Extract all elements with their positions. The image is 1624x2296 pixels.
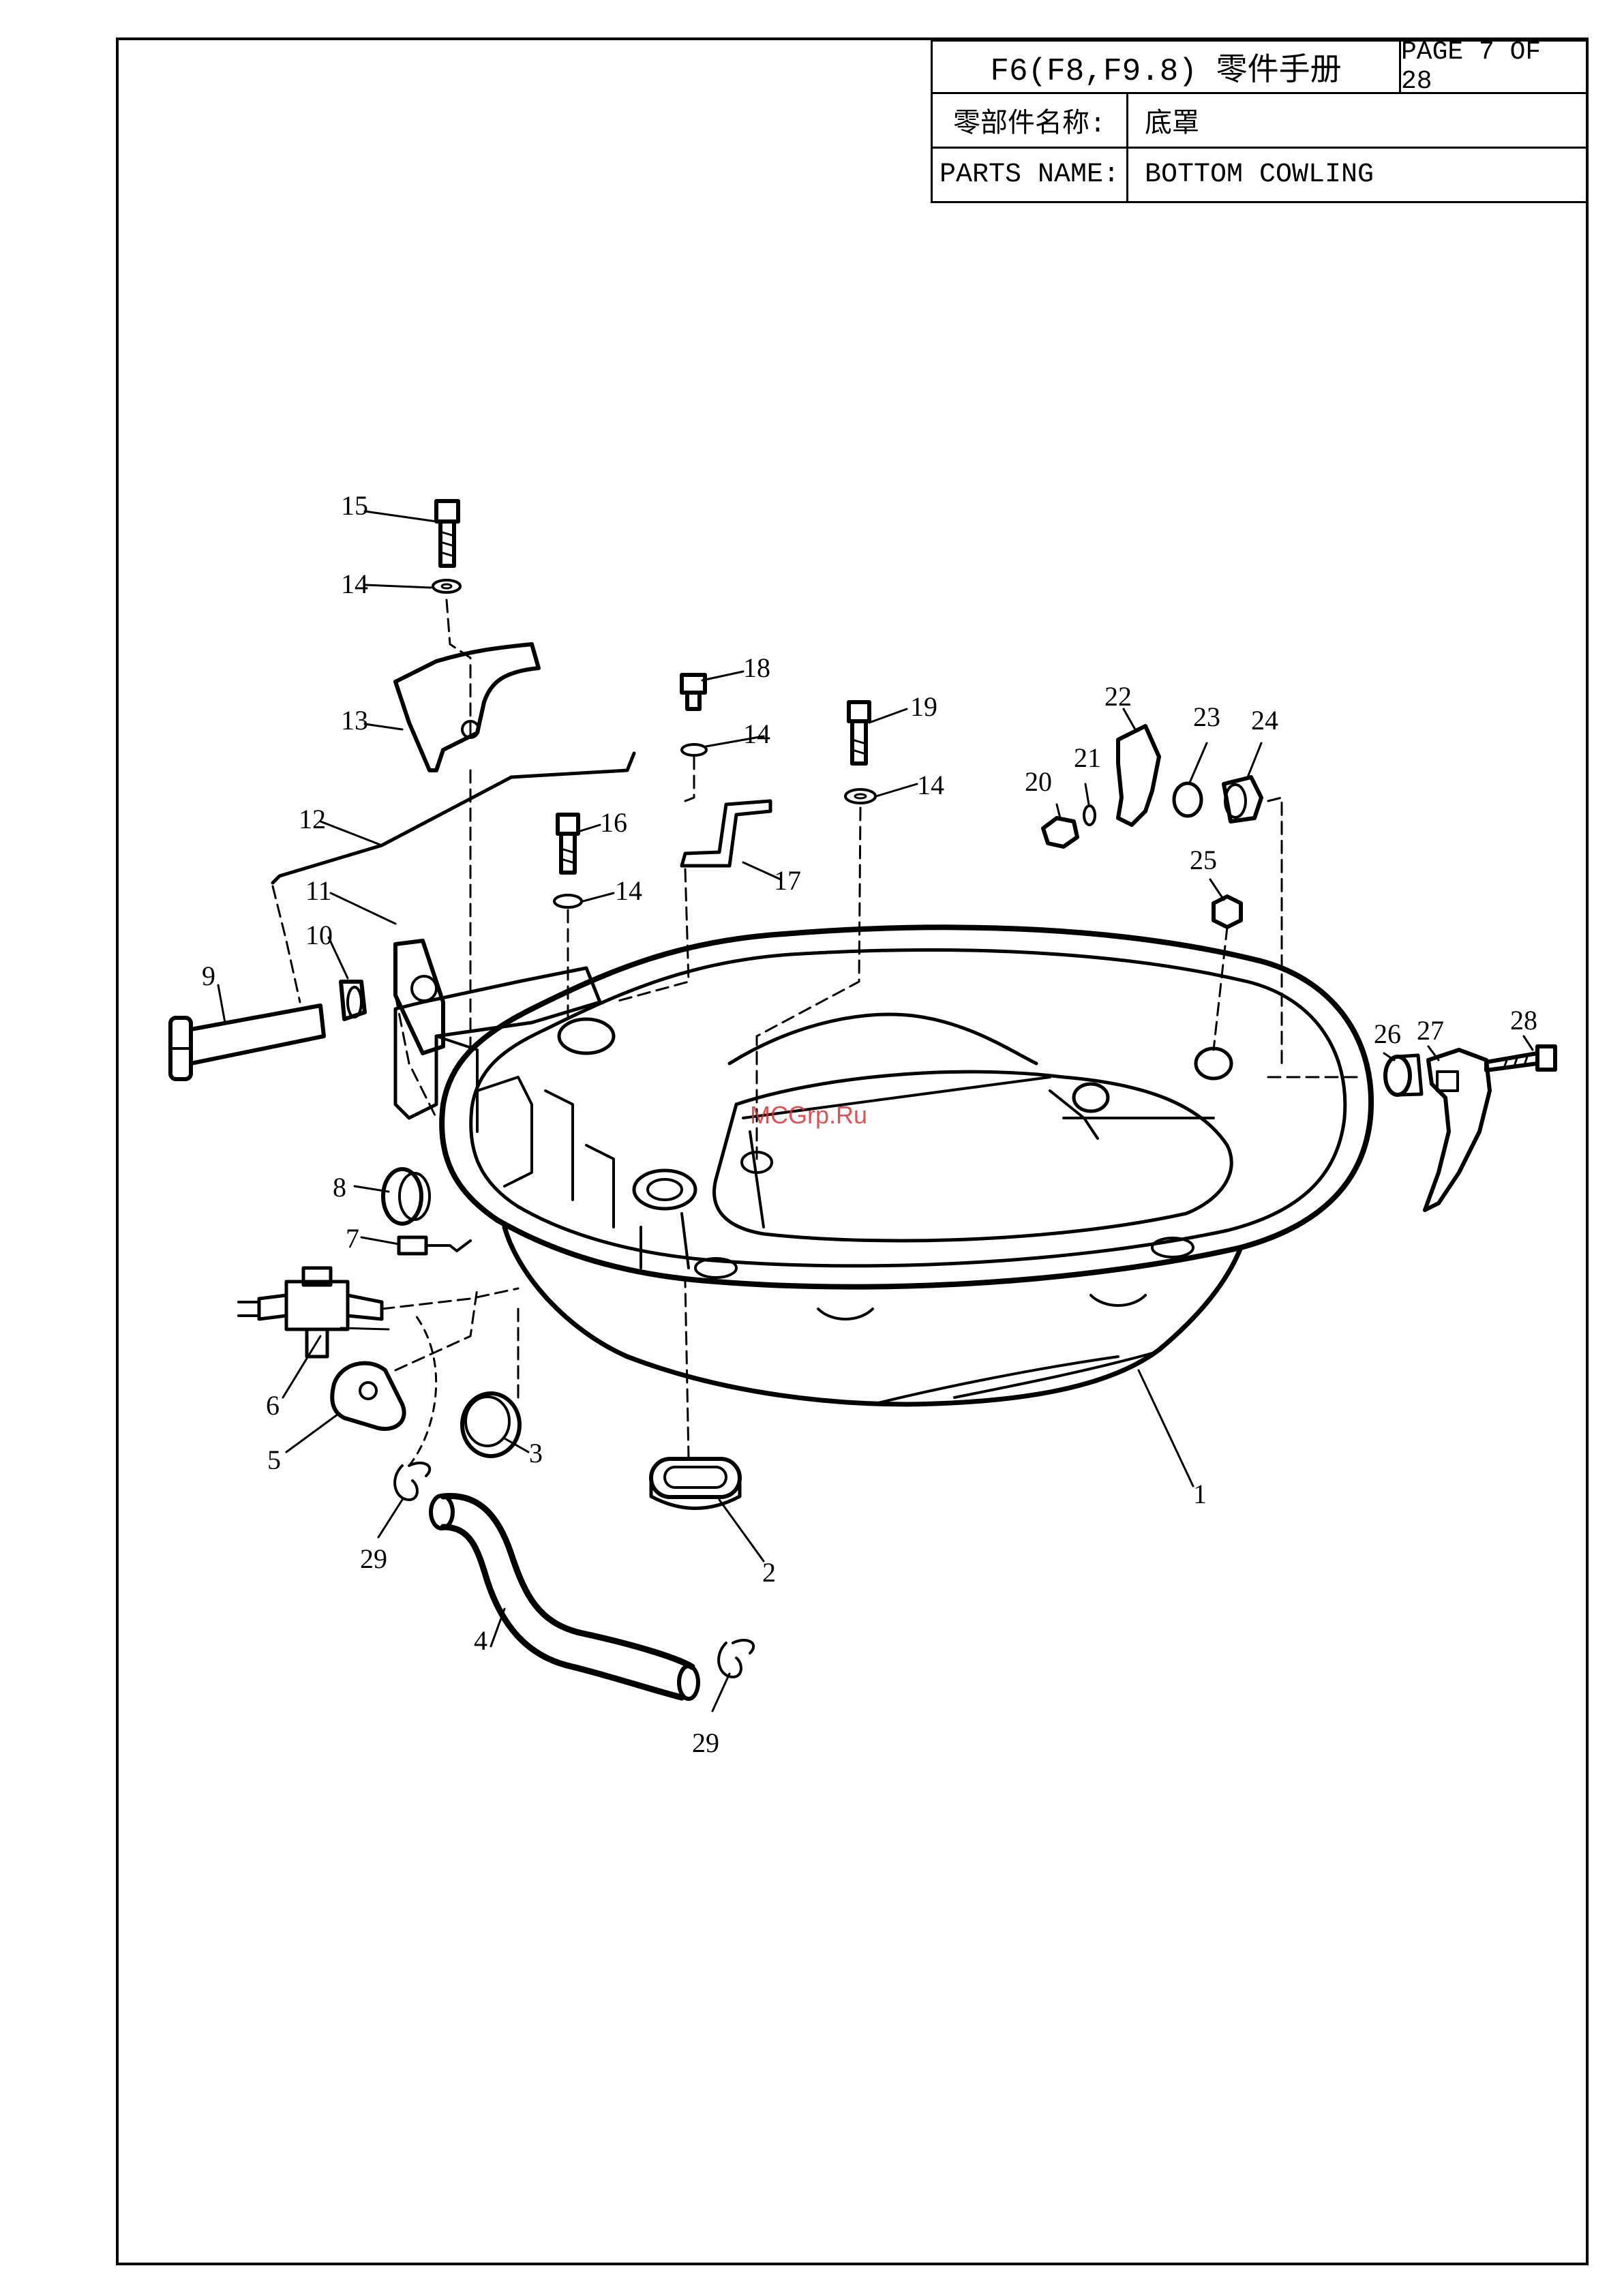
callout-21: 21 (1074, 742, 1101, 773)
callout-6: 6 (266, 1390, 280, 1421)
callout-2: 2 (762, 1557, 776, 1588)
grommet-small-part (383, 1169, 430, 1224)
bracket-part (395, 644, 539, 770)
bolt-28 (1486, 1046, 1555, 1070)
callout-10: 10 (305, 920, 333, 950)
washer-14 (433, 580, 875, 907)
callout-23: 23 (1193, 701, 1220, 732)
fuel-connector-part (239, 1268, 382, 1357)
callout-25: 25 (1190, 845, 1217, 875)
callout-29: 29 (360, 1543, 387, 1574)
hose-part (431, 1496, 698, 1699)
lever-27 (1425, 1050, 1490, 1210)
callout-22: 22 (1104, 681, 1132, 712)
nut-20 (1043, 818, 1077, 847)
fitting-part (399, 1237, 470, 1254)
callout-1: 1 (1193, 1479, 1207, 1509)
callout-26: 26 (1374, 1018, 1401, 1049)
washer-23 (1174, 783, 1201, 816)
callout-16: 16 (600, 807, 627, 838)
lever-22 (1118, 726, 1159, 825)
callout-4: 4 (474, 1625, 487, 1656)
callout-8: 8 (333, 1172, 346, 1203)
callout-14: 14 (615, 875, 642, 906)
leader-lines (218, 511, 1533, 1711)
callout-14: 14 (743, 719, 770, 749)
nut-25 (1214, 896, 1241, 927)
callout-11: 11 (305, 875, 332, 906)
callout-15: 15 (341, 490, 368, 521)
washer-21 (1084, 806, 1095, 825)
callout-20: 20 (1025, 766, 1052, 797)
callout-7: 7 (346, 1223, 359, 1254)
callout-9: 9 (202, 961, 215, 991)
callout-24: 24 (1251, 705, 1278, 736)
grommet-part (651, 1459, 740, 1509)
bush-part (341, 982, 365, 1019)
plug-part (462, 1393, 520, 1456)
callout-29: 29 (692, 1727, 719, 1758)
bottom-cowling-part (395, 927, 1371, 1404)
collar-26 (1385, 1055, 1422, 1095)
watermark: MCGrp.Ru (750, 1101, 867, 1129)
grommet-plate-part (332, 1363, 404, 1429)
stay-bracket-part (682, 801, 770, 866)
callout-12: 12 (299, 804, 326, 834)
bolt-19 (849, 702, 869, 764)
bolt-15 (436, 501, 458, 566)
callout-14: 14 (341, 569, 368, 599)
callout-5: 5 (267, 1445, 281, 1475)
bolt-16 (558, 815, 578, 873)
callout-19: 19 (910, 691, 937, 722)
callout-18: 18 (743, 652, 770, 683)
shaft-part (170, 1006, 324, 1079)
callout-13: 13 (341, 705, 368, 736)
callout-28: 28 (1510, 1005, 1537, 1036)
callout-27: 27 (1417, 1015, 1444, 1046)
callout-17: 17 (774, 865, 801, 896)
callout-3: 3 (529, 1438, 543, 1468)
callout-14: 14 (917, 770, 944, 800)
